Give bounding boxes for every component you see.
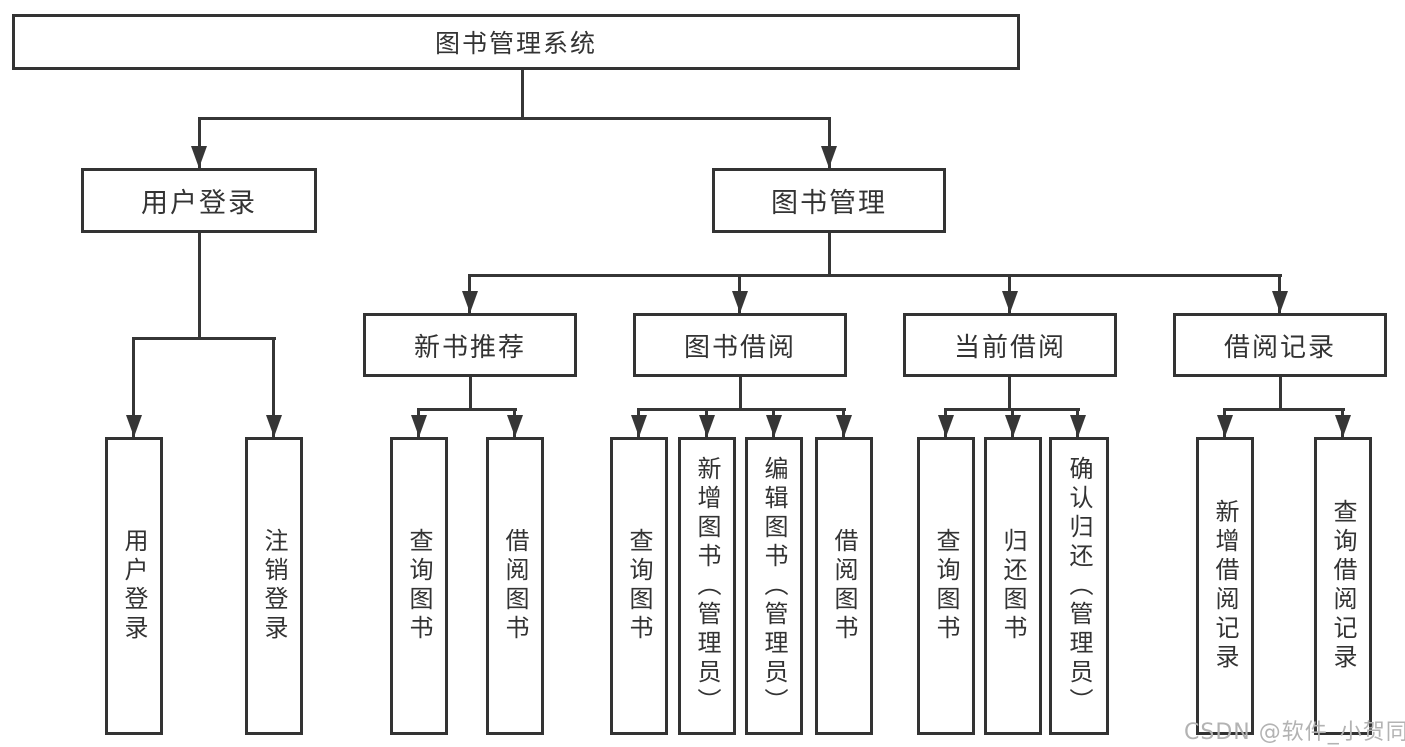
leaf-br-query-record: 查询借阅记录 [1314, 437, 1372, 735]
connector-line [739, 375, 742, 408]
leaf-user-login: 用户登录 [105, 437, 163, 735]
connector-line [198, 117, 201, 168]
arrowhead-down-icon [1002, 291, 1018, 313]
node-label: 当前借阅 [953, 332, 1066, 363]
connector-line [469, 274, 1282, 277]
connector-line [1224, 408, 1345, 411]
leaf-label: 注销登录 [260, 528, 288, 644]
arrowhead-down-icon [507, 415, 523, 437]
node-label: 图书借阅 [683, 332, 796, 363]
leaf-label: 确认归还（管理员） [1065, 455, 1093, 717]
connector-line [469, 375, 472, 408]
arrowhead-down-icon [699, 415, 715, 437]
leaf-label: 借阅图书 [830, 528, 858, 644]
node-root: 图书管理系统 [12, 14, 1020, 70]
leaf-label: 查询图书 [932, 528, 960, 644]
node-book-borrowing: 图书借阅 [633, 313, 847, 377]
arrowhead-down-icon [126, 415, 142, 437]
node-borrowing-records: 借阅记录 [1173, 313, 1387, 377]
leaf-label: 新增图书（管理员） [693, 455, 721, 717]
node-new-book-recommendation: 新书推荐 [363, 313, 577, 377]
leaf-br-add-record: 新增借阅记录 [1196, 437, 1254, 735]
arrowhead-down-icon [191, 146, 207, 168]
leaf-bb-query-books: 查询图书 [610, 437, 668, 735]
arrowhead-down-icon [1070, 415, 1086, 437]
connector-line [1279, 375, 1282, 408]
connector-line [1008, 375, 1011, 408]
connector-line [272, 337, 275, 437]
leaf-cb-confirm-return-admin: 确认归还（管理员） [1049, 437, 1109, 735]
node-label: 新书推荐 [413, 332, 526, 363]
connector-line [133, 337, 276, 340]
connector-line [828, 117, 831, 168]
connector-line [638, 408, 846, 411]
leaf-label: 归还图书 [999, 528, 1027, 644]
leaf-logout: 注销登录 [245, 437, 303, 735]
arrowhead-down-icon [1272, 291, 1288, 313]
leaf-cb-return-books: 归还图书 [984, 437, 1042, 735]
node-current-borrowing: 当前借阅 [903, 313, 1117, 377]
node-label: 用户登录 [141, 188, 257, 219]
connector-line [521, 68, 524, 117]
leaf-label: 借阅图书 [501, 528, 529, 644]
arrowhead-down-icon [821, 146, 837, 168]
leaf-nb-query-books: 查询图书 [390, 437, 448, 735]
node-user-login: 用户登录 [81, 168, 317, 233]
arrowhead-down-icon [938, 415, 954, 437]
arrowhead-down-icon [1005, 415, 1021, 437]
connector-line [828, 231, 831, 274]
arrowhead-down-icon [1217, 415, 1233, 437]
connector-line [198, 231, 201, 337]
leaf-bb-borrow-books: 借阅图书 [815, 437, 873, 735]
arrowhead-down-icon [462, 291, 478, 313]
watermark: CSDN @软件_小贺同学 [1184, 720, 1405, 745]
arrowhead-down-icon [631, 415, 647, 437]
connector-line [418, 408, 517, 411]
leaf-label: 用户登录 [120, 528, 148, 644]
arrowhead-down-icon [266, 415, 282, 437]
node-label: 借阅记录 [1223, 332, 1336, 363]
arrowhead-down-icon [411, 415, 427, 437]
arrowhead-down-icon [732, 291, 748, 313]
leaf-label: 查询图书 [625, 528, 653, 644]
arrowhead-down-icon [766, 415, 782, 437]
leaf-bb-edit-books-admin: 编辑图书（管理员） [745, 437, 803, 735]
leaf-bb-add-books-admin: 新增图书（管理员） [678, 437, 736, 735]
node-book-management: 图书管理 [712, 168, 946, 233]
arrowhead-down-icon [836, 415, 852, 437]
leaf-label: 查询借阅记录 [1329, 499, 1357, 673]
node-label: 图书管理 [771, 188, 887, 219]
leaf-nb-borrow-books: 借阅图书 [486, 437, 544, 735]
leaf-label: 编辑图书（管理员） [760, 455, 788, 717]
connector-line [198, 117, 831, 120]
leaf-label: 新增借阅记录 [1211, 499, 1239, 673]
node-root-label: 图书管理系统 [434, 29, 597, 58]
leaf-label: 查询图书 [405, 528, 433, 644]
leaf-cb-query-books: 查询图书 [917, 437, 975, 735]
connector-line [132, 337, 135, 437]
arrowhead-down-icon [1335, 415, 1351, 437]
